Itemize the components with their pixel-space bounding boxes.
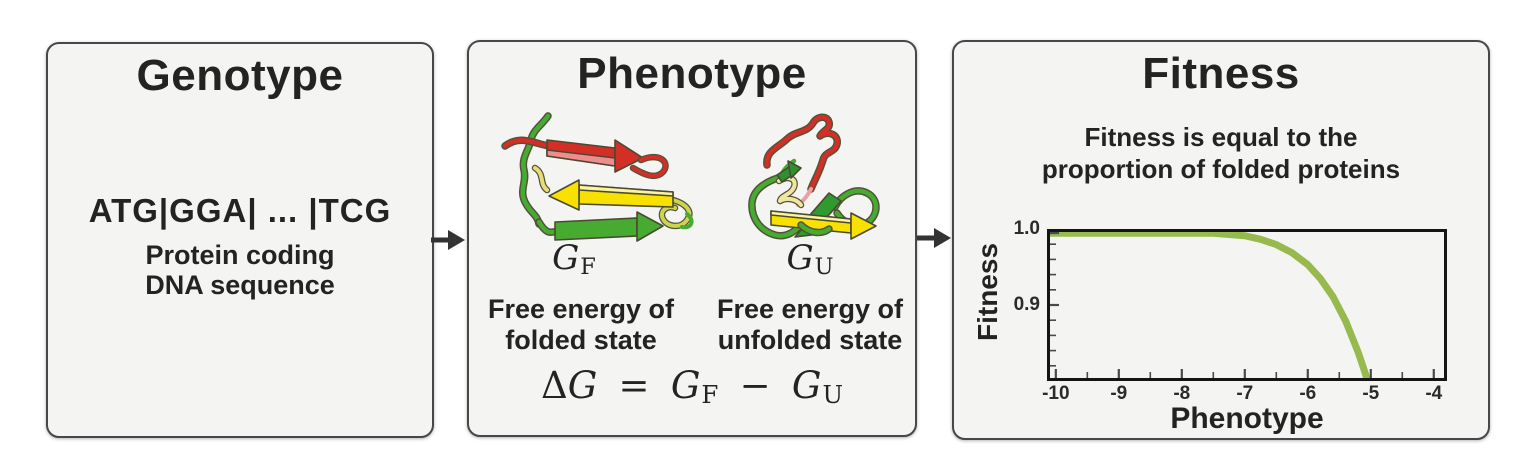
g-subscript-f: F: [580, 253, 596, 280]
g-subscript-f: F: [701, 380, 719, 410]
x-tick-label: -7: [1236, 383, 1254, 404]
g-symbol: G: [786, 238, 814, 278]
dna-sequence-text: ATG|GGA| ... |TCG: [88, 192, 392, 229]
equals-sign: =: [618, 364, 650, 407]
folded-protein-icon: [501, 112, 694, 242]
y-tick-label: 1.0: [1013, 218, 1040, 239]
g-symbol: G: [552, 238, 580, 278]
free-energy-folded-symbol: GF: [514, 238, 634, 280]
folded-state-caption: Free energy of folded state: [466, 294, 696, 356]
y-axis-label: Fitness: [972, 242, 1003, 342]
g-symbol: G: [670, 364, 701, 407]
unfolded-state-caption: Free energy of unfolded state: [695, 294, 925, 356]
genotype-title: Genotype: [136, 51, 344, 100]
g-subscript-u: U: [822, 380, 844, 410]
g-symbol: G: [567, 364, 598, 407]
right-arrow-icon: [916, 226, 952, 250]
minus-sign: −: [739, 364, 771, 407]
delta-symbol: Δ: [540, 364, 568, 407]
folded-caption-line1: Free energy of: [487, 294, 675, 324]
g-subscript-u: U: [814, 253, 834, 280]
fitness-vs-phenotype-plot: [1047, 229, 1447, 381]
folded-caption-line2: folded state: [505, 325, 657, 355]
unfolded-caption-line2: unfolded state: [717, 325, 903, 355]
unfolded-caption-line1: Free energy of: [716, 294, 904, 324]
x-tick-label: -6: [1299, 383, 1317, 404]
free-energy-unfolded-symbol: GU: [750, 238, 870, 280]
y-tick-label: 0.9: [1013, 294, 1040, 315]
delta-g-equation: ΔG = GF − GU: [469, 364, 915, 409]
g-symbol: G: [791, 364, 822, 407]
x-tick-label: -10: [1042, 383, 1070, 404]
genotype-caption: Protein coding DNA sequence: [48, 240, 432, 300]
genotype-caption-line1: Protein coding: [145, 240, 335, 270]
fitness-subtitle-line1: Fitness is equal to the: [1084, 122, 1358, 152]
right-arrow-icon: [430, 228, 466, 252]
x-tick-label: -8: [1173, 383, 1191, 404]
phenotype-panel: Phenotype: [467, 40, 917, 437]
unfolded-protein-icon: [748, 113, 880, 240]
x-tick-label: -5: [1362, 383, 1380, 404]
x-tick-label: -9: [1110, 383, 1128, 404]
plot-frame: [1047, 229, 1447, 381]
fitness-subtitle: Fitness is equal to the proportion of fo…: [954, 121, 1488, 185]
proportion-folded-curve: [1047, 229, 1372, 381]
fitness-subtitle-line2: proportion of folded proteins: [1041, 154, 1401, 184]
genotype-panel: Genotype ATG|GGA| ... |TCG Protein codin…: [46, 42, 434, 438]
fitness-title: Fitness: [1142, 49, 1300, 98]
phenotype-title: Phenotype: [577, 49, 807, 98]
x-axis-label: Phenotype: [1170, 402, 1324, 435]
fitness-panel: Fitness Fitness is equal to the proporti…: [952, 40, 1490, 440]
x-tick-label: -4: [1425, 383, 1443, 404]
genotype-caption-line2: DNA sequence: [145, 270, 335, 300]
